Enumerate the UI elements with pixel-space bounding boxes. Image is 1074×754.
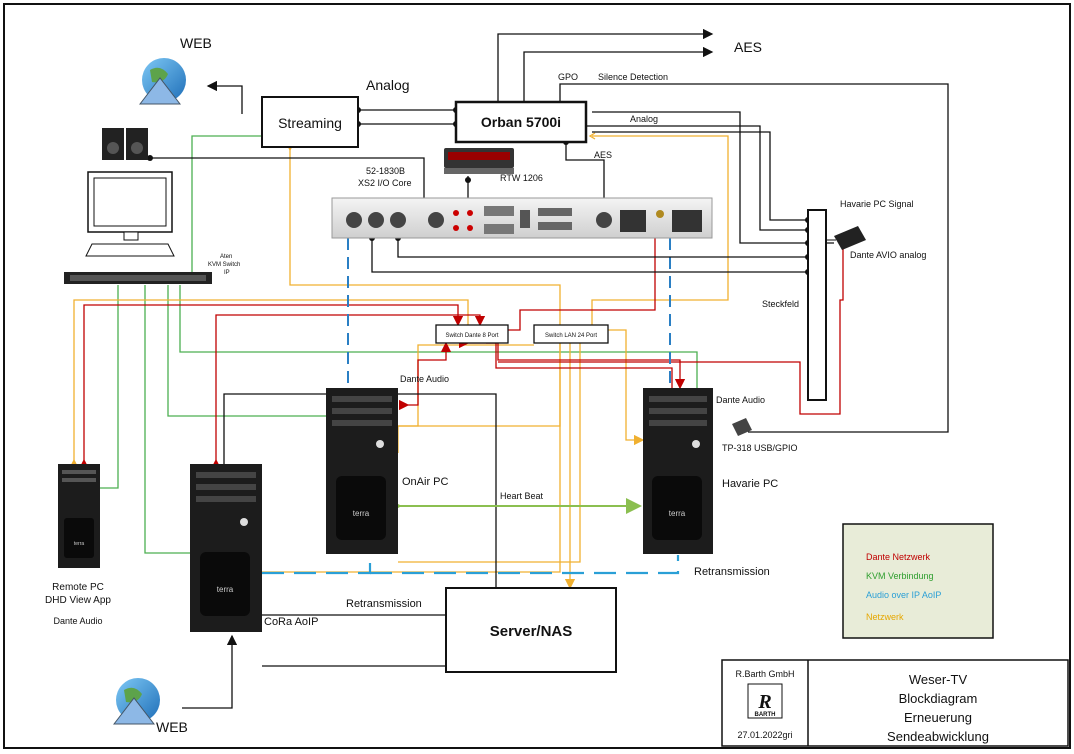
orban-box[interactable]: Orban 5700i: [454, 100, 588, 144]
retransmission-right-label: Retransmission: [694, 566, 770, 578]
orban-label: Orban 5700i: [481, 114, 561, 130]
aes-mid-label: AES: [594, 150, 612, 160]
onair-dante-audio-label: Dante Audio: [400, 374, 449, 384]
kvm-ip-label: IP: [224, 270, 230, 276]
remote-pc-label: Remote PC: [52, 582, 104, 593]
legend-aoip: Audio over IP AoIP: [866, 590, 941, 600]
silence-detection-label: Silence Detection: [598, 72, 668, 82]
legend-network: Netzwerk: [866, 612, 904, 622]
logo-text: BARTH: [755, 712, 776, 718]
aten-label: Aten: [220, 254, 232, 260]
onair-pc-label: OnAir PC: [402, 476, 449, 488]
legend-box: Dante Netzwerk KVM Verbindung Audio over…: [842, 523, 994, 639]
cora-pc-brand: terra: [217, 585, 234, 594]
havarie-pc-tower: terra: [643, 388, 713, 554]
dante-avio-label: Dante AVIO analog: [850, 250, 926, 260]
workstation-icon: [85, 171, 175, 257]
web-top-label: WEB: [180, 35, 212, 51]
aoip-lines: [347, 238, 671, 388]
aes-top-label: AES: [734, 39, 762, 55]
tp318-dongle: [732, 418, 752, 436]
switch-lan[interactable]: Switch LAN 24 Port: [533, 324, 609, 344]
switch-dante-label: Switch Dante 8 Port: [445, 333, 498, 339]
streaming-box[interactable]: Streaming: [261, 96, 359, 148]
havarie-dante-audio-label: Dante Audio: [716, 395, 765, 405]
streaming-label: Streaming: [278, 115, 342, 131]
cora-pc-tower: terra: [190, 464, 262, 632]
remote-pc-tower: terra: [58, 464, 100, 568]
switch-dante[interactable]: Switch Dante 8 Port: [435, 324, 509, 344]
globe-top-icon: [138, 58, 186, 105]
page-frame: [3, 3, 1071, 749]
cora-aoip-label: CoRa AoIP: [264, 616, 318, 628]
remote-pc-brand: terra: [74, 541, 85, 547]
legend-kvm: KVM Verbindung: [866, 571, 934, 581]
dante-lines: [78, 225, 844, 470]
server-box[interactable]: Server/NAS: [445, 587, 617, 673]
rtw-device: [444, 148, 514, 174]
title-line-1: Weser-TV: [909, 672, 968, 687]
legend-dante: Dante Netzwerk: [866, 552, 931, 562]
retransmission-mid-label: Retransmission: [346, 598, 422, 610]
havarie-pc-brand: terra: [669, 509, 686, 518]
svg-text:R: R: [757, 691, 771, 713]
switch-lan-label: Switch LAN 24 Port: [545, 333, 597, 339]
xs2-name-label: XS2 I/O Core: [358, 178, 412, 188]
title-block: R.Barth GmbH R BARTH 27.01.2022gri Weser…: [721, 659, 1069, 747]
retransmission-lines: [262, 555, 680, 575]
onair-pc-brand: terra: [353, 509, 370, 518]
heartbeat-label: Heart Beat: [500, 491, 544, 501]
title-line-2: Blockdiagram: [899, 691, 978, 706]
globe-bottom-icon: [112, 678, 160, 725]
remote-dante-audio-label: Dante Audio: [53, 616, 102, 626]
title-line-4: Sendeabwicklung: [887, 729, 989, 744]
havarie-signal-label: Havarie PC Signal: [840, 199, 914, 209]
analog-mid-label: Analog: [630, 114, 658, 124]
web-bottom-label: WEB: [156, 719, 188, 735]
kvm-switch-device: [64, 272, 212, 284]
date-label: 27.01.2022gri: [737, 730, 792, 740]
xs2-device: [331, 197, 713, 239]
onair-pc-tower: terra: [326, 388, 398, 554]
xs2-model-label: 52-1830B: [366, 166, 405, 176]
steckfeld-panel: [807, 209, 827, 401]
server-label: Server/NAS: [490, 623, 573, 640]
dhd-view-app-label: DHD View App: [45, 595, 111, 606]
havarie-pc-label: Havarie PC: [722, 478, 778, 490]
kvm-switch-label: KVM Switch: [208, 262, 240, 268]
company-label: R.Barth GmbH: [735, 669, 794, 679]
steckfeld-label: Steckfeld: [762, 299, 799, 309]
analog-top-label: Analog: [366, 77, 410, 93]
havarie-signal-adapter: [826, 226, 866, 250]
gpo-label: GPO: [558, 72, 578, 82]
rtw-label: RTW 1206: [500, 173, 543, 183]
speakers-icon: [102, 128, 148, 160]
barth-logo-icon: R BARTH: [747, 683, 783, 719]
tp318-label: TP-318 USB/GPIO: [722, 443, 798, 453]
title-line-3: Erneuerung: [904, 710, 972, 725]
